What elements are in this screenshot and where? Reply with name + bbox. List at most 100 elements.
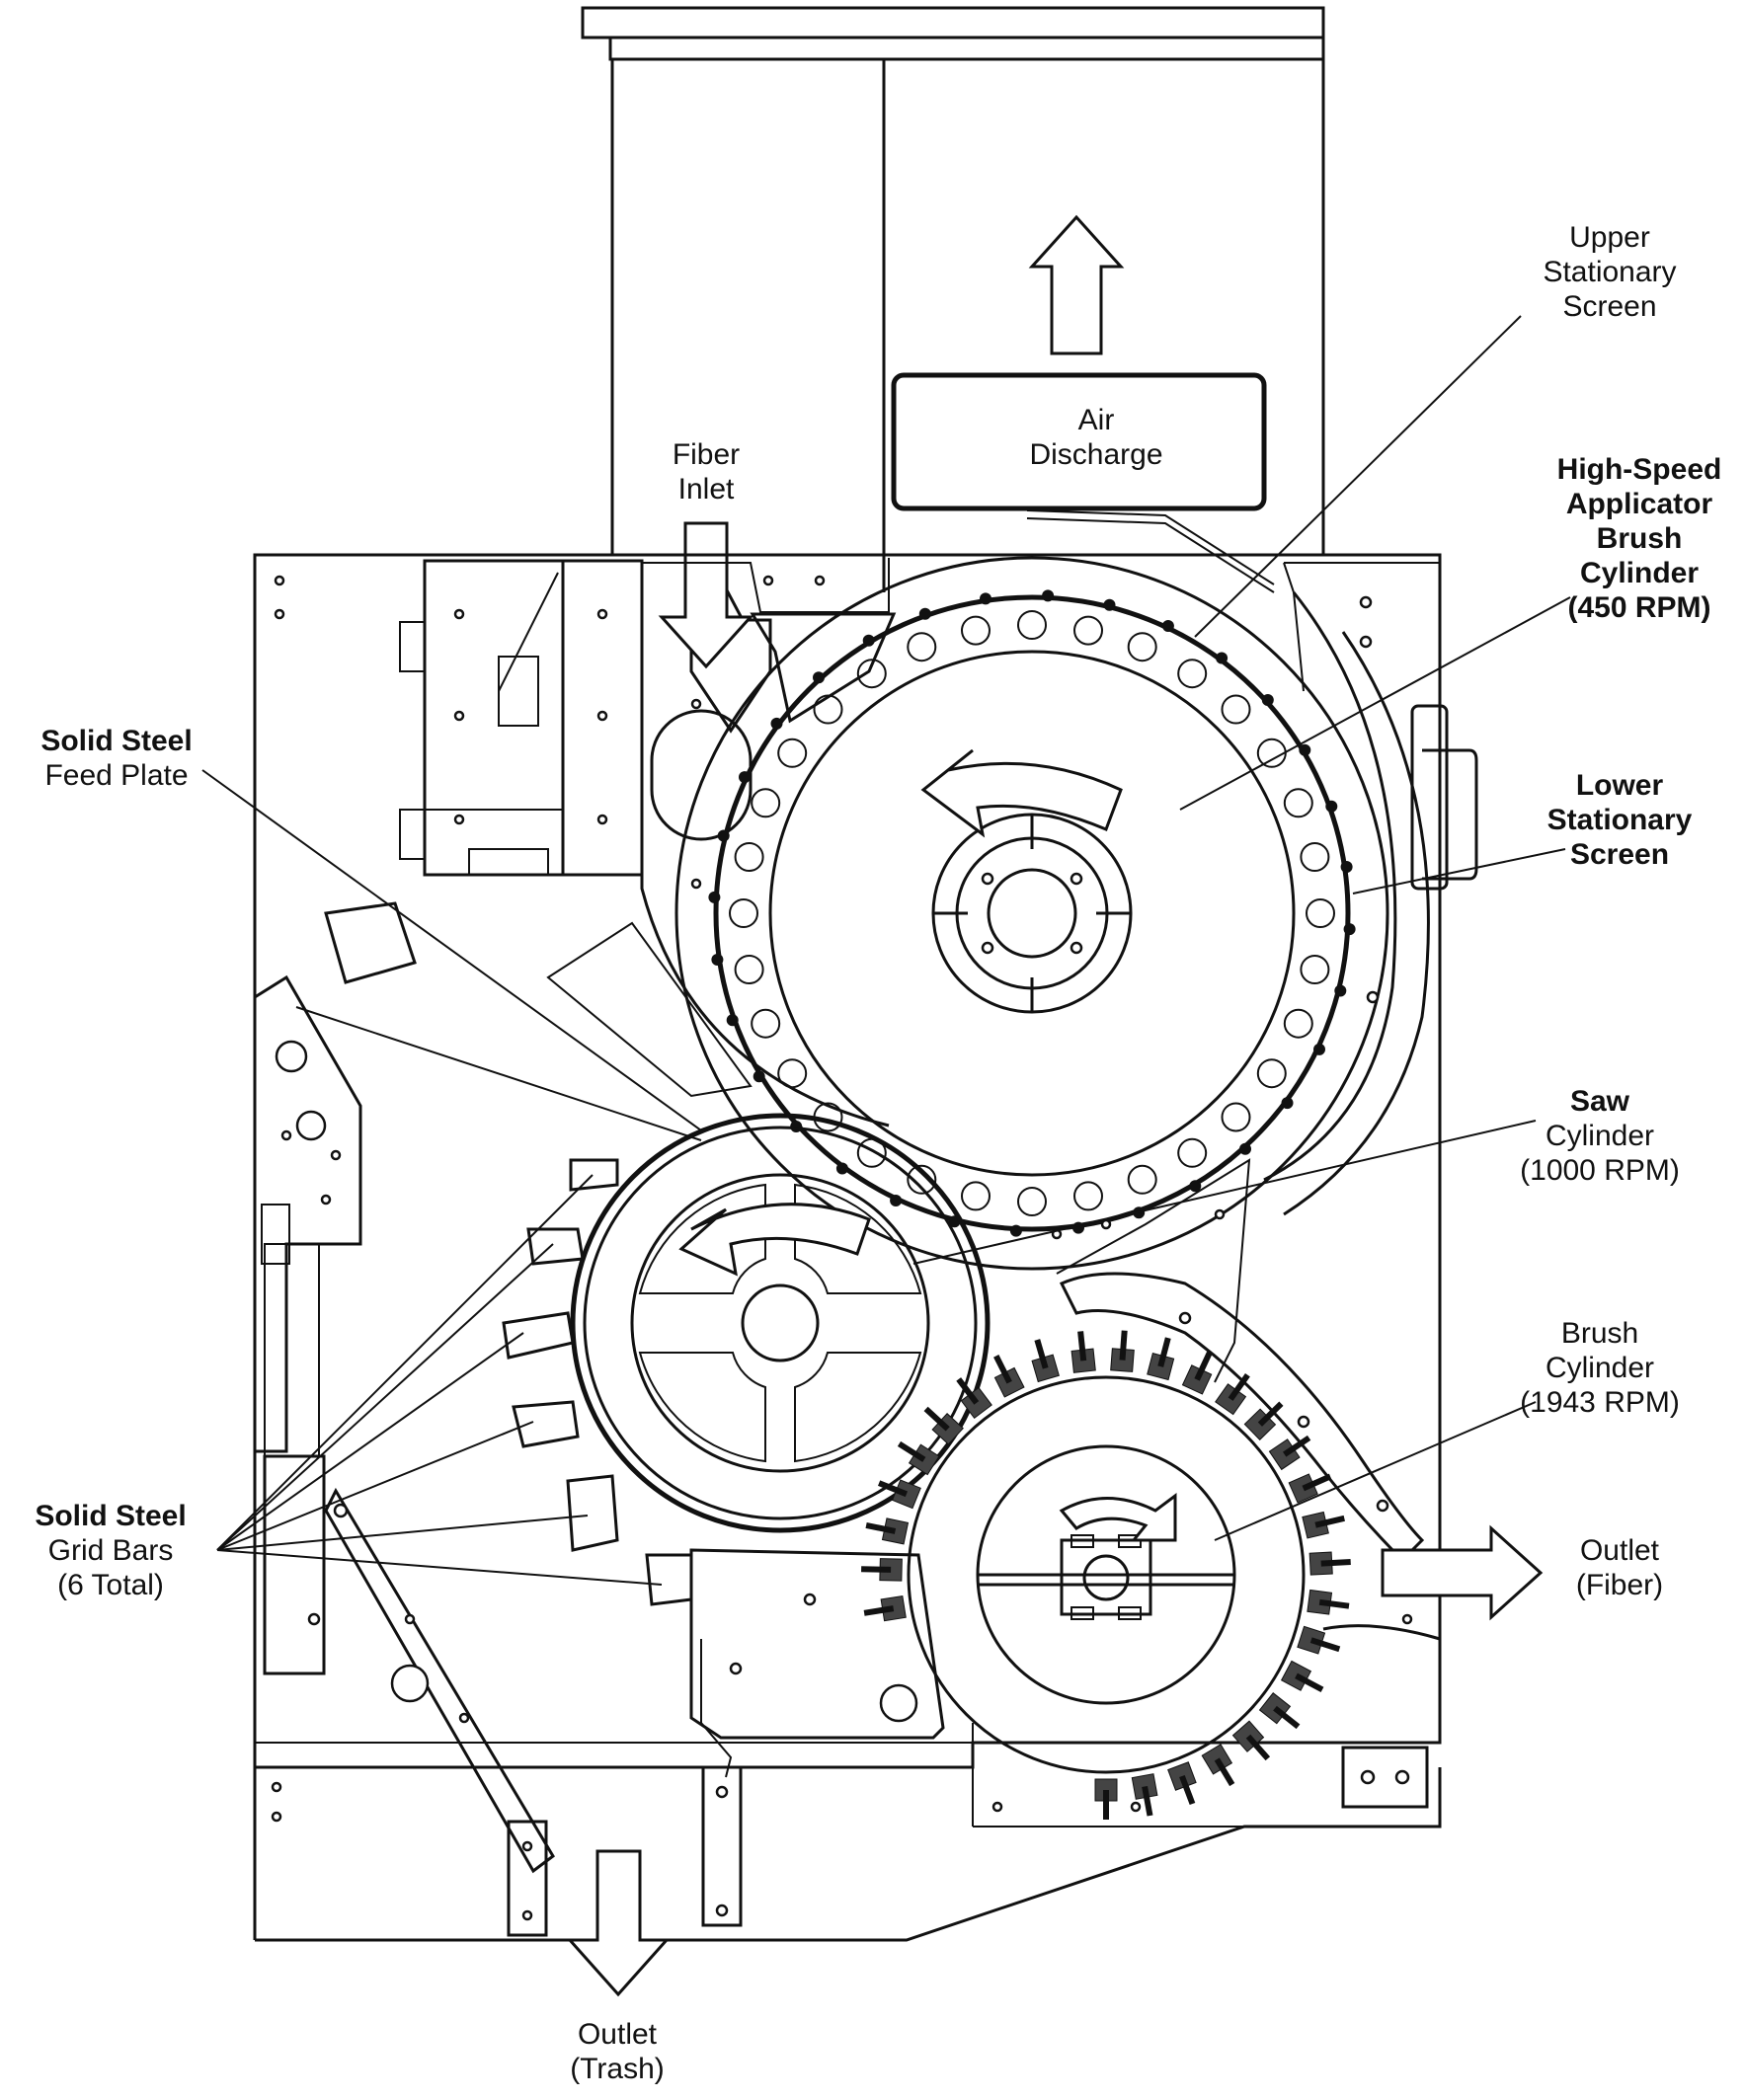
applicator-tooth-tip (717, 829, 730, 842)
svg-text:Outlet: Outlet (578, 2018, 658, 2051)
applicator-tooth-tip (753, 1070, 765, 1083)
applicator-tooth-tip (1281, 1097, 1294, 1110)
svg-text:Inlet: Inlet (678, 473, 735, 506)
svg-text:(Fiber): (Fiber) (1576, 1569, 1663, 1601)
applicator-tooth (1256, 738, 1287, 768)
label-lower-stationary-screen: Lower Stationary Screen (1547, 769, 1693, 871)
applicator-tooth (734, 955, 764, 984)
applicator-tooth (813, 694, 843, 725)
applicator-tooth (1221, 694, 1251, 725)
applicator-tooth (907, 632, 937, 662)
applicator-tooth-tip (1103, 598, 1116, 611)
left-bracket (399, 559, 644, 877)
brush-bristle (1119, 1330, 1128, 1361)
rotation-arrow-icon (678, 1203, 871, 1277)
svg-text:Screen: Screen (1570, 838, 1669, 871)
svg-text:Cylinder: Cylinder (1580, 557, 1699, 589)
label-brush-cylinder: Brush Cylinder (1943 RPM) (1520, 1317, 1680, 1419)
brush-bristle (1295, 1672, 1324, 1693)
applicator-tooth (856, 659, 887, 689)
brush-bristle (993, 1355, 1012, 1384)
label-high-speed-applicator-brush-cylinder: High-Speed Applicator Brush Cylinder (45… (1557, 453, 1722, 624)
applicator-tooth (1017, 610, 1047, 640)
applicator-tooth-tip (1325, 800, 1338, 813)
svg-text:(450 RPM): (450 RPM) (1567, 591, 1710, 624)
brush-bristle (1314, 1515, 1345, 1528)
applicator-tooth (1073, 615, 1103, 646)
svg-text:Saw: Saw (1570, 1085, 1630, 1118)
applicator-tooth-tip (1216, 652, 1229, 664)
applicator-tooth (1283, 1008, 1313, 1039)
brush-bristle (1194, 1351, 1213, 1381)
svg-text:Stationary: Stationary (1547, 804, 1693, 836)
housing-holes (274, 575, 1413, 1625)
applicator-tooth (729, 898, 758, 928)
svg-text:Discharge: Discharge (1029, 438, 1162, 471)
applicator-tooth (777, 1058, 808, 1089)
brush-bristle (1283, 1435, 1311, 1457)
label-outlet-trash: Outlet (Trash) (570, 2018, 665, 2085)
brush-bristle (1077, 1331, 1087, 1361)
svg-text:Applicator: Applicator (1566, 488, 1713, 520)
applicator-tooth (1283, 788, 1313, 818)
fiber-inlet-arrow-icon (658, 521, 754, 669)
outlet-fiber-arrow-icon (1381, 1524, 1544, 1621)
brush-bristle (1157, 1337, 1171, 1367)
applicator-tooth (1127, 1164, 1157, 1195)
svg-text:Brush: Brush (1561, 1317, 1638, 1350)
svg-text:Solid Steel: Solid Steel (40, 725, 192, 757)
lower-stationary-screen (1263, 591, 1397, 1182)
svg-text:Grid Bars: Grid Bars (48, 1534, 174, 1567)
solid-steel-feed-plate (546, 921, 753, 1098)
lower-center-plate (271, 1548, 945, 1937)
label-saw-cylinder: Saw Cylinder (1000 RPM) (1520, 1085, 1680, 1187)
applicator-tooth-tip (711, 954, 724, 966)
svg-text:Brush: Brush (1597, 522, 1683, 555)
applicator-tooth (751, 1008, 781, 1039)
brush-bristle (865, 1521, 897, 1534)
svg-text:(6 Total): (6 Total) (57, 1569, 164, 1601)
applicator-tooth (1221, 1102, 1251, 1132)
brush-teeth (861, 1330, 1351, 1820)
applicator-tooth-tip (890, 1195, 903, 1206)
applicator-tooth (751, 788, 781, 818)
applicator-brush-cylinder (674, 556, 1389, 1271)
applicator-tooth (1017, 1187, 1047, 1216)
applicator-tooth (907, 1164, 937, 1195)
brush-bristle (1214, 1757, 1235, 1787)
label-outlet-fiber: Outlet (Fiber) (1576, 1534, 1663, 1601)
svg-text:High-Speed: High-Speed (1557, 453, 1722, 486)
applicator-tooth-tip (708, 891, 721, 903)
label-solid-steel-grid-bars: Solid Steel Grid Bars (6 Total) (35, 1500, 186, 1601)
label-upper-stationary-screen: Upper Stationary Screen (1543, 221, 1676, 323)
applicator-tooth-tip (726, 1014, 739, 1027)
label-fiber-inlet: Fiber Inlet (673, 438, 740, 506)
brush-cylinder (861, 1330, 1441, 1827)
applicator-tooth-tip (862, 634, 875, 647)
applicator-tooth (1177, 659, 1208, 689)
applicator-tooth (1300, 842, 1330, 872)
applicator-tooth-tip (1313, 1043, 1325, 1055)
applicator-tooth-tip (1334, 984, 1347, 997)
brush-bristle (861, 1566, 892, 1573)
right-housing (1051, 562, 1440, 1563)
svg-text:Air: Air (1078, 404, 1115, 436)
svg-text:Cylinder: Cylinder (1546, 1352, 1654, 1384)
applicator-tooth-tip (980, 592, 991, 605)
applicator-tooth (1177, 1137, 1208, 1168)
brush-bristle (1245, 1734, 1271, 1761)
brush-bristle (1257, 1401, 1284, 1427)
svg-text:(1000 RPM): (1000 RPM) (1520, 1154, 1680, 1187)
applicator-tooth-tip (1261, 694, 1274, 706)
svg-text:Cylinder: Cylinder (1546, 1120, 1654, 1152)
applicator-tooth (734, 842, 764, 872)
applicator-tooth (1073, 1181, 1103, 1211)
brush-bristle (1302, 1473, 1332, 1492)
applicator-tooth-tip (770, 717, 783, 730)
svg-text:Solid Steel: Solid Steel (35, 1500, 186, 1532)
applicator-tooth-tip (1299, 743, 1311, 756)
applicator-tooth (961, 615, 991, 646)
svg-text:Screen: Screen (1562, 290, 1656, 323)
brush-bristle (1228, 1372, 1250, 1401)
applicator-tooth-tip (835, 1162, 848, 1175)
